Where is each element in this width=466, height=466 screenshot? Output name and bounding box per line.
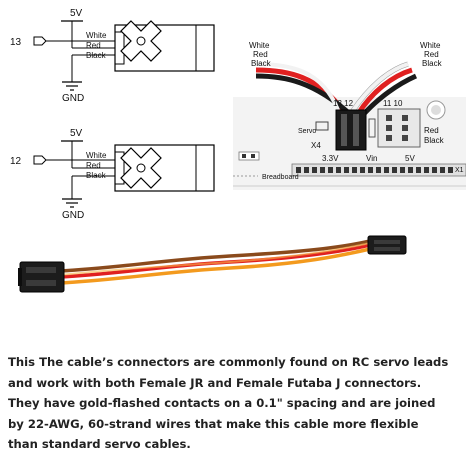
description-line: by 22-AWG, 60-strand wires that make thi… — [8, 416, 419, 431]
pin-connector-13 — [33, 36, 47, 46]
gnd-label-13: GND — [62, 93, 84, 104]
x1-label: X1 — [455, 167, 464, 174]
cable-orange-wire — [59, 247, 371, 285]
board-black-label: Black — [424, 136, 445, 145]
board-left-black: Black — [251, 59, 272, 68]
servo-extension-cable — [18, 235, 407, 293]
servo-schematic-12: 5V 12 GND White Red Black — [10, 128, 215, 221]
board-right-black: Black — [422, 59, 443, 68]
gnd-label-12: GND — [62, 210, 84, 221]
wire-label-white-13: White — [86, 31, 107, 40]
description-line: and work with both Female JR and Female … — [8, 375, 422, 390]
servo-board-label: Servo — [298, 128, 316, 135]
left-connector — [19, 261, 65, 293]
board-header-block — [377, 108, 421, 148]
board-pins-11-10: 11 10 — [383, 99, 403, 108]
pin-label-13: 13 — [10, 37, 22, 48]
jumper-block — [238, 151, 260, 161]
pin-connector-12 — [33, 155, 47, 165]
rail-3v3: 3.3V — [322, 154, 339, 163]
servo-schematic-13: 5V 13 GND White Red Black — [10, 8, 215, 104]
product-description: This The cable’s connectors are commonly… — [8, 352, 460, 455]
description-line: They have gold-flashed contacts on a 0.1… — [8, 396, 436, 410]
right-black-wire — [360, 73, 418, 118]
breadboard-label: Breadboard — [262, 174, 299, 181]
description-line: This The cable’s connectors are commonly… — [8, 355, 449, 369]
board-left-white: White — [249, 41, 270, 50]
description-line: than standard servo cables. — [8, 437, 191, 451]
rail-5v: 5V — [405, 154, 415, 163]
wire-label-red-12: Red — [86, 161, 101, 170]
wire-label-white-12: White — [86, 151, 107, 160]
right-red-wire — [355, 67, 413, 116]
board-pins-13-12: 13 12 — [333, 99, 354, 108]
vcc-label-12: 5V — [70, 128, 83, 139]
left-white-wire — [255, 62, 340, 111]
board-illustration: White Red Black White Red Black 13 12 11… — [233, 41, 466, 190]
servo-horn-12 — [120, 147, 162, 189]
board-right-red: Red — [424, 50, 439, 59]
rail-vin: Vin — [366, 154, 377, 163]
x4-label: X4 — [311, 141, 321, 150]
right-connector — [367, 235, 407, 255]
cable-brown-wire — [59, 239, 371, 273]
board-right-white: White — [420, 41, 441, 50]
right-white-wire — [350, 62, 409, 114]
pin-label-12: 12 — [10, 156, 22, 167]
board-left-red: Red — [253, 50, 268, 59]
left-black-wire — [255, 73, 352, 116]
wire-label-black-13: Black — [86, 51, 107, 60]
vcc-label-13: 5V — [70, 8, 83, 19]
servo-horn-13 — [120, 20, 162, 62]
board-plug — [335, 109, 367, 151]
wire-label-red-13: Red — [86, 41, 101, 50]
wire-label-black-12: Black — [86, 171, 107, 180]
board-red-label: Red — [424, 126, 439, 135]
